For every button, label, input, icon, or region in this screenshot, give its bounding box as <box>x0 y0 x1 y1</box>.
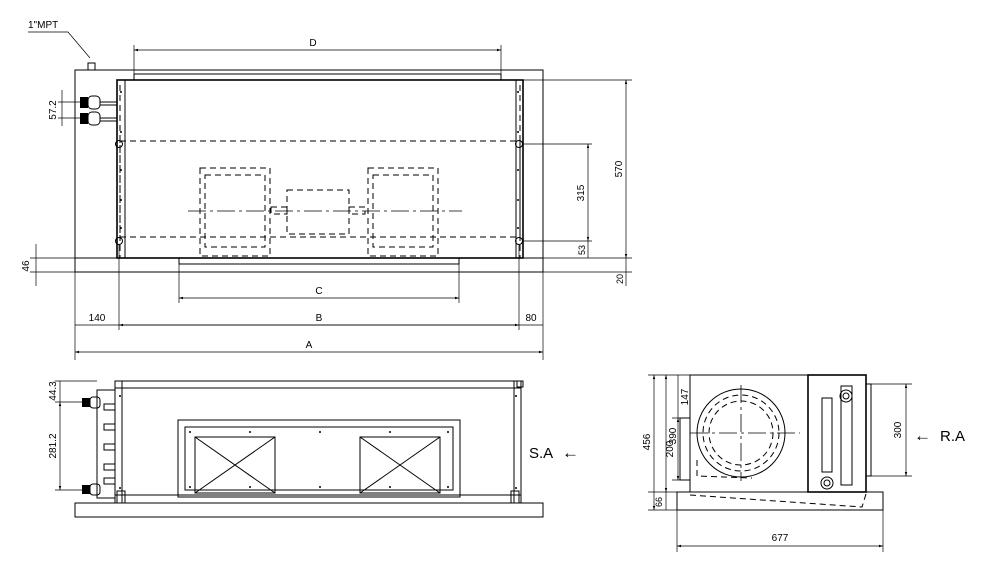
dim-label-570: 570 <box>614 160 625 177</box>
dim-label-677: 677 <box>772 533 789 544</box>
dim-label-B: B <box>316 313 323 324</box>
hanger-hole <box>115 140 123 148</box>
supply-opening-left <box>194 436 276 494</box>
return-air-label: R.A <box>940 428 965 445</box>
top-view-base-strip <box>74 257 544 273</box>
pipe-fitting-upper <box>80 95 117 110</box>
dim-label-390: 390 <box>668 427 679 444</box>
dim-label-300: 300 <box>893 421 904 438</box>
dim-label-200: 200 <box>665 440 676 457</box>
front-view-screw-dots <box>119 395 517 489</box>
supply-opening-right <box>359 436 441 494</box>
front-view: 44.3 281.2 <box>48 380 544 518</box>
supply-air-arrow: ← <box>562 443 579 462</box>
side-view-coil-section <box>807 374 867 493</box>
front-view-pipe-fittings <box>82 396 101 496</box>
hanger-hole <box>515 237 523 245</box>
top-view-casing-outline <box>74 69 544 273</box>
top-view-hidden-frame <box>119 140 521 238</box>
dim-label-C: C <box>315 286 322 297</box>
return-collar <box>865 383 872 477</box>
hanger-hole <box>515 140 523 148</box>
blower-right-hidden <box>367 167 439 257</box>
dim-label-44-3: 44.3 <box>48 381 59 401</box>
dim-label-281-2: 281.2 <box>48 433 59 458</box>
dim-label-A: A <box>306 340 313 351</box>
dim-label-80: 80 <box>525 313 537 324</box>
pipe-fitting-lower <box>80 111 117 126</box>
fan-scroll-hidden <box>696 460 753 479</box>
supply-collar <box>679 417 691 481</box>
top-view-body <box>116 79 524 259</box>
dim-label-57-2: 57.2 <box>48 100 59 120</box>
dim-label-D: D <box>309 38 316 49</box>
top-view-bottom-flange <box>178 257 460 265</box>
pipe-leader <box>28 31 91 59</box>
motor-hidden <box>286 189 350 235</box>
dim-label-53: 53 <box>577 245 587 255</box>
top-view: 1"MPT D 57.2 46 570 315 53 20 C <box>21 20 632 360</box>
dim-label-46: 46 <box>21 260 32 272</box>
pipe-label: 1"MPT <box>28 20 58 31</box>
dim-label-20: 20 <box>615 274 625 284</box>
return-air-arrow: ← <box>914 426 931 445</box>
drain-pipe <box>87 62 96 71</box>
supply-air-label: S.A <box>529 445 553 462</box>
supply-outlet-frame <box>177 419 461 498</box>
dim-label-66: 66 <box>654 497 664 507</box>
dim-label-315: 315 <box>576 184 587 201</box>
side-view: 456 390 147 200 66 300 677 S.A ← ← R.A <box>529 374 965 552</box>
coil-header-stubs <box>103 403 116 485</box>
top-view-collar <box>133 73 502 81</box>
dim-label-456: 456 <box>642 433 653 450</box>
front-view-drain-pan <box>74 502 544 518</box>
side-view-casing <box>689 374 867 493</box>
blower-left-hidden <box>199 167 271 257</box>
dim-label-140: 140 <box>89 313 106 324</box>
top-view-screw-dots <box>120 91 519 229</box>
dim-label-147: 147 <box>680 388 691 405</box>
